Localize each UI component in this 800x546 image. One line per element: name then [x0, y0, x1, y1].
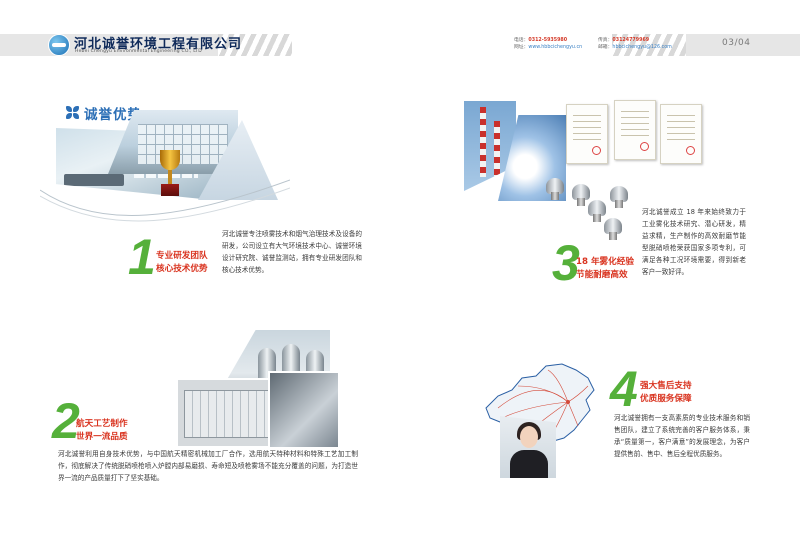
item-1-text: 河北诚誉专注喷雾技术和烟气治理技术及设备的研发，公司设立有大气环境技术中心、诚誉…	[222, 230, 362, 274]
header-stripes-right	[612, 34, 686, 56]
page-header: 河北诚誉环境工程有限公司 Hebei Chengyu Environmental…	[0, 30, 800, 58]
trophy-icon	[158, 150, 182, 202]
company-logo-icon	[48, 34, 70, 56]
item-3-text: 河北诚誉成立 18 年来始终致力于工业雾化技术研究、潜心研发，精益求精，生产制作…	[642, 208, 746, 276]
item-3-number: 3	[552, 235, 580, 291]
patent-certificate-1	[566, 104, 608, 164]
item-4-title: 强大售后支持 优质服务保障	[640, 381, 692, 404]
fax-number: 03124779969	[612, 38, 650, 43]
nozzle-icon	[604, 218, 622, 240]
contact-left: 电话：0312-5935980 网址：www.hbbcichengyu.cn	[514, 38, 583, 50]
nozzle-icon	[610, 186, 628, 208]
item-2-text: 河北诚誉利用自身技术优势，与中国航天精密机械加工厂合作，选用航天特种材料和特殊工…	[58, 450, 358, 482]
page-number: 03/04	[722, 38, 751, 48]
item-3-title: 18 年雾化经验 节能耐磨高效	[576, 257, 634, 280]
item-4-text: 河北诚誉拥有一支高素质的专业技术服务和销售团队，建立了系统完善的客户服务体系，秉…	[614, 414, 750, 458]
building-photo	[108, 110, 238, 174]
email-link[interactable]: hbbcichengyu@126.com	[612, 45, 672, 50]
section-title: 诚誉优势	[84, 107, 142, 123]
phone-number: 0312-5935980	[528, 38, 568, 43]
nozzle-icon	[572, 184, 590, 206]
customer-service-photo	[500, 416, 556, 478]
section-title-icon	[66, 106, 79, 119]
company-name: 河北诚誉环境工程有限公司	[74, 37, 243, 52]
header-stripes-left	[218, 34, 292, 56]
header-band-right	[686, 34, 800, 56]
item-4-number: 4	[610, 361, 638, 417]
nozzle-icon	[546, 178, 564, 200]
machining-photo	[270, 373, 338, 447]
equipment-container-photo	[178, 380, 280, 446]
patent-certificate-3	[660, 104, 702, 164]
decorative-wave-lines	[40, 179, 290, 222]
item-1-title: 专业研发团队 核心技术优势	[156, 251, 208, 274]
company-name-en: Hebei Chengyu Environmental Engineering …	[75, 49, 202, 54]
contact-right: 传真：03124779969 邮箱：hbbcichengyu@126.com	[598, 38, 672, 50]
item-2-title: 航天工艺制作 世界一流品质	[76, 419, 128, 442]
item-2-number: 2	[52, 393, 80, 449]
nozzle-icon	[588, 200, 606, 222]
website-link[interactable]: www.hbbcichengyu.cn	[528, 45, 583, 50]
patent-certificate-2	[614, 100, 656, 160]
item-1-number: 1	[128, 229, 156, 285]
